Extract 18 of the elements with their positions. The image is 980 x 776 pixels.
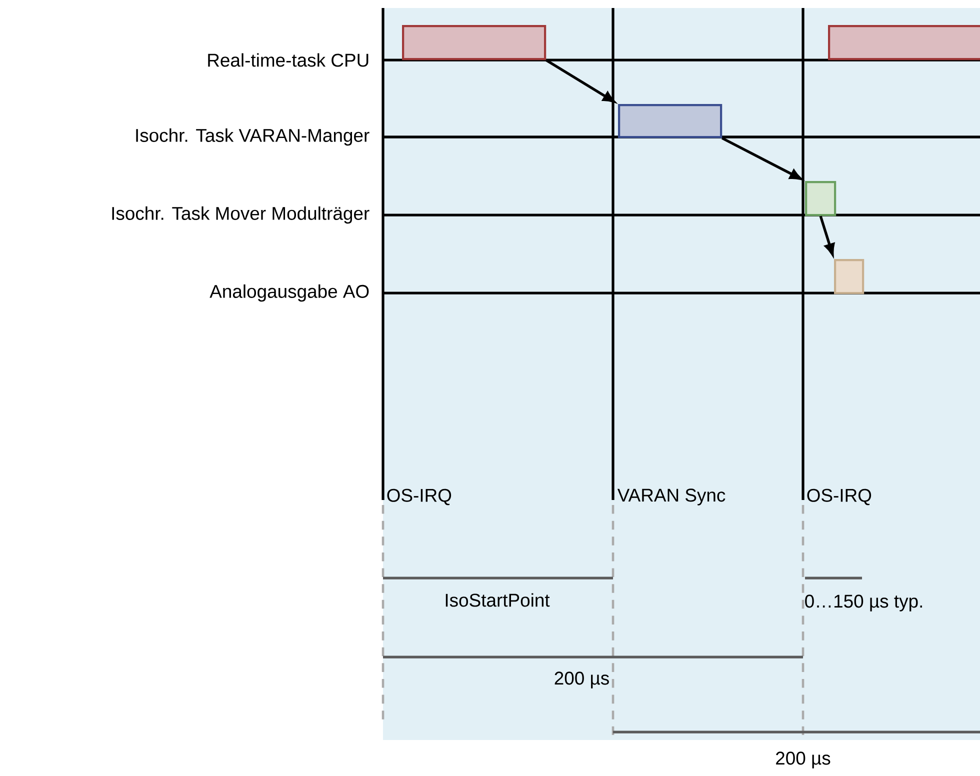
interval-label: 0…150 µs typ. bbox=[805, 594, 922, 612]
row-label: Isochr. Task VARAN-Manger bbox=[136, 128, 370, 146]
interval-label: 200 µs bbox=[554, 672, 609, 688]
task-bar bbox=[618, 104, 722, 138]
event-label: OS-IRQ bbox=[387, 488, 452, 506]
task-bar bbox=[834, 259, 864, 294]
row-label: Analogausgabe AO bbox=[210, 284, 369, 302]
task-bar bbox=[805, 181, 836, 216]
task-bar bbox=[828, 25, 980, 60]
arrow bbox=[545, 59, 615, 103]
task-bar bbox=[402, 25, 546, 60]
interval-label: IsoStartPoint bbox=[446, 593, 550, 607]
event-label: VARAN Sync bbox=[617, 488, 726, 506]
row-label: Isochr. Task Mover Modulträger bbox=[112, 206, 370, 224]
event-label: OS-IRQ bbox=[807, 488, 872, 506]
arrow bbox=[722, 136, 802, 180]
interval-label: 200 µs bbox=[776, 752, 830, 768]
row-label: Real-time-task CPU bbox=[208, 53, 368, 67]
